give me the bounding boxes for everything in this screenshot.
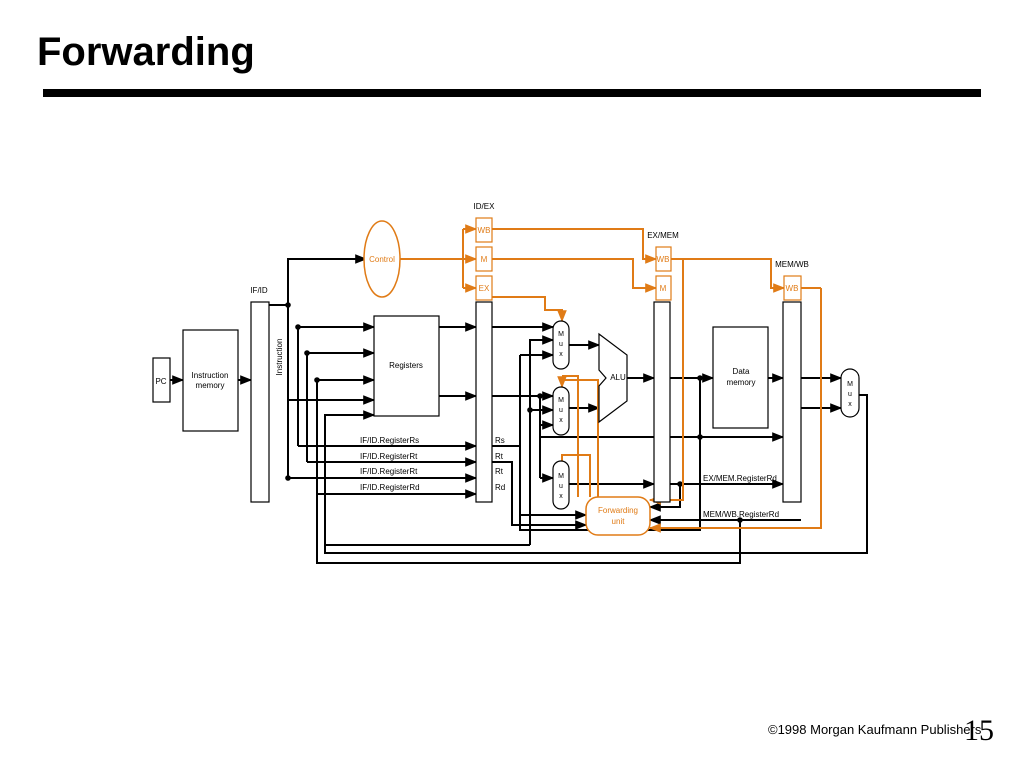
id-ex-m-field [475,246,493,272]
ifid-registerrd-label: IF/ID.RegisterRd [360,483,420,492]
instruction-memory [182,329,239,432]
forward-b-mux-x: x [559,417,563,424]
ex-mem-m-label: M [660,284,667,293]
forward-a-mux-u: u [559,341,563,348]
regdst-mux-x: x [559,493,563,500]
copyright-footer: ©1998 Morgan Kaufmann Publishers [768,722,982,737]
forwarding-unit-label-line1: Forwarding [598,506,638,515]
writeback-mux-x: x [848,401,852,408]
id-ex-wb-field [475,217,493,243]
wire-junctions [285,302,743,523]
pc-register [152,357,171,403]
ex-mem-wb-label: WB [657,255,670,264]
regdst-mux-u: u [559,483,563,490]
id-ex-m-label: M [481,255,488,264]
forward-a-mux-x: x [559,351,563,358]
id-ex-label: ID/EX [474,202,496,211]
mem-wb-registerrd-label: MEM/WB.RegisterRd [703,510,779,519]
forwarding-unit-label-line2: unit [612,517,626,526]
regdst-mux [552,460,570,510]
mem-wb-label: MEM/WB [775,260,809,269]
mem-wb-wb-label: WB [786,284,799,293]
id-ex-register [475,301,493,503]
ex-mem-wb-field [655,246,672,272]
ifid-registerrs-label: IF/ID.RegisterRs [360,436,419,445]
data-wires [170,254,868,564]
if-id-label: IF/ID [250,286,268,295]
data-memory [712,326,769,429]
writeback-mux-u: u [848,391,852,398]
rs-label: Rs [495,436,505,445]
ex-mem-registerrd-label: EX/MEM.RegisterRd [703,474,777,483]
slide-title: Forwarding [37,30,255,74]
alu [598,332,628,424]
control-label: Control [369,255,395,264]
alu-label: ALU [610,373,626,382]
ex-mem-register [653,301,671,503]
rt-label-1: Rt [495,452,504,461]
forward-b-mux-u: u [559,407,563,414]
writeback-mux [840,368,860,418]
data-memory-label-line2: memory [727,378,756,387]
forward-b-mux [552,386,570,436]
ifid-registerrt-label-2: IF/ID.RegisterRt [360,467,418,476]
id-ex-ex-label: EX [479,284,490,293]
forwarding-unit [585,496,651,536]
regdst-mux-m: M [558,473,564,480]
instruction-label: Instruction [275,339,284,376]
registers-label: Registers [389,361,423,370]
pc-label: PC [155,377,166,386]
instruction-memory-label-line1: Instruction [192,371,229,380]
ifid-registerrt-label-1: IF/ID.RegisterRt [360,452,418,461]
rd-label: Rd [495,483,505,492]
page-number: 15 [964,714,994,747]
ex-mem-label: EX/MEM [647,231,679,240]
writeback-mux-m: M [847,381,853,388]
forward-a-mux [552,320,570,370]
id-ex-ex-field [475,275,493,301]
forward-a-mux-m: M [558,331,564,338]
control-wires [400,224,822,533]
register-file [373,315,440,417]
instruction-memory-label-line2: memory [196,381,225,390]
ex-mem-m-field [655,275,672,301]
mem-wb-register [782,301,802,503]
control-unit [363,220,401,298]
id-ex-wb-label: WB [478,226,491,235]
rt-label-2: Rt [495,467,504,476]
if-id-register [250,301,270,503]
data-memory-label-line1: Data [733,367,750,376]
mem-wb-wb-field [783,275,802,301]
forward-b-mux-m: M [558,397,564,404]
title-rule [43,89,981,97]
